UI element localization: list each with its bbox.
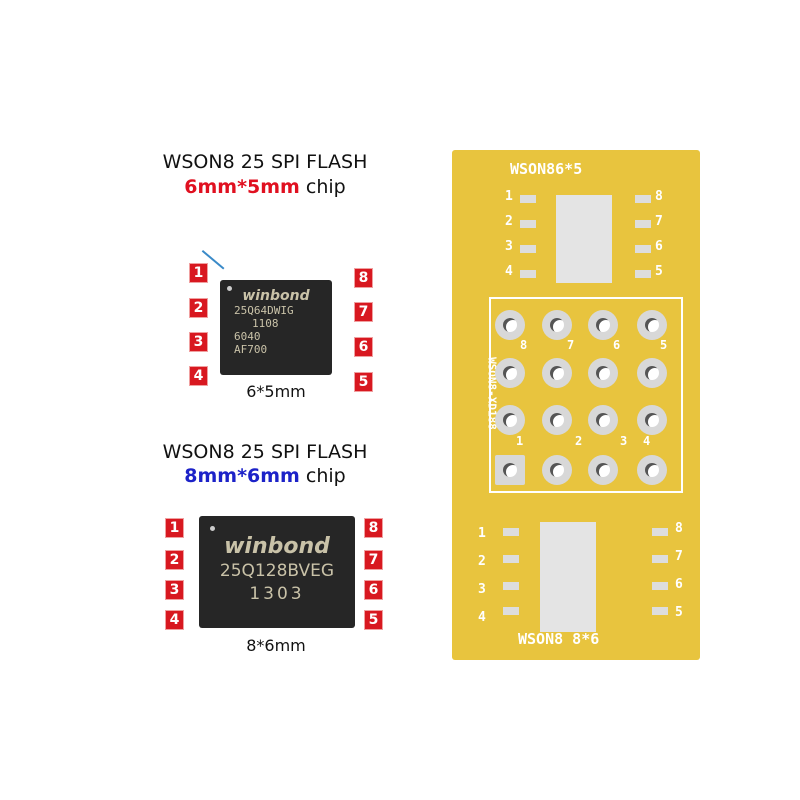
header-hole <box>542 358 572 388</box>
grid-label: 6 <box>613 338 621 352</box>
header-hole <box>588 310 618 340</box>
small-chip-marking: 6040 <box>234 330 261 343</box>
header-hole <box>542 310 572 340</box>
header-outline <box>489 297 683 493</box>
top-thermal-pad <box>556 195 612 283</box>
small-chip-marking: 25Q64DWIG <box>234 304 294 317</box>
header-hole <box>495 310 525 340</box>
large-chip-title: WSON8 25 SPI FLASH <box>162 441 368 463</box>
header-hole <box>637 455 667 485</box>
header-hole <box>495 455 525 485</box>
large-chip-size: 8mm*6mm <box>184 465 300 487</box>
pin-label: 8 <box>354 268 373 288</box>
pin-label: 5 <box>354 372 373 392</box>
pin-label: 6 <box>354 337 373 357</box>
large-chip-marking: 25Q128BVEG <box>219 561 335 581</box>
large-chip-marking: 1303 <box>249 584 305 604</box>
pin-label: 7 <box>364 550 383 570</box>
header-hole <box>588 455 618 485</box>
grid-label: 2 <box>575 434 583 448</box>
grid-label: 1 <box>516 434 524 448</box>
pin-label: 2 <box>165 550 184 570</box>
pin-label: 8 <box>364 518 383 538</box>
small-chip-title: WSON8 25 SPI FLASH <box>162 151 368 173</box>
header-hole <box>495 358 525 388</box>
header-hole <box>637 405 667 435</box>
pin-label: 6 <box>364 580 383 600</box>
pin1-dot <box>210 526 215 531</box>
large-chip-brand: winbond <box>224 534 330 559</box>
pin-label: 1 <box>165 518 184 538</box>
pin-label: 4 <box>165 610 184 630</box>
large-chip-caption: 8*6mm <box>246 636 306 655</box>
pin-label: 4 <box>189 366 208 386</box>
header-hole <box>637 310 667 340</box>
large-chip-size-line: 8mm*6mm chip <box>115 465 415 487</box>
pin-label: 2 <box>189 298 208 318</box>
grid-label: 7 <box>567 338 575 352</box>
pin-label: 3 <box>189 332 208 352</box>
pin-label: 5 <box>364 610 383 630</box>
pcb-top-label: WSON86*5 <box>510 160 583 178</box>
small-chip-marking: AF700 <box>234 343 268 356</box>
pcb-bottom-label: WSON8 8*6 <box>518 630 600 648</box>
header-hole <box>588 358 618 388</box>
pin-label: 1 <box>189 263 208 283</box>
grid-label: 3 <box>620 434 628 448</box>
small-chip: winbond 25Q64DWIG 1108 6040 AF700 <box>220 280 332 375</box>
header-hole <box>637 358 667 388</box>
small-chip-suffix: chip <box>305 176 346 198</box>
grid-label: 8 <box>520 338 528 352</box>
small-chip-size-line: 6mm*5mm chip <box>115 176 415 198</box>
bottom-thermal-pad <box>540 522 596 632</box>
small-chip-brand: winbond <box>242 288 310 304</box>
grid-label: 4 <box>643 434 651 448</box>
pin-label: 3 <box>165 580 184 600</box>
large-chip: winbond 25Q128BVEG 1303 <box>199 516 355 628</box>
header-hole <box>588 405 618 435</box>
header-hole <box>542 455 572 485</box>
pin1-dot <box>227 286 232 291</box>
small-chip-marking: 1108 <box>252 317 279 330</box>
grid-label: 5 <box>660 338 668 352</box>
small-chip-caption: 6*5mm <box>246 382 306 401</box>
header-hole <box>542 405 572 435</box>
small-chip-size: 6mm*5mm <box>184 176 300 198</box>
header-hole <box>495 405 525 435</box>
pin-label: 7 <box>354 302 373 322</box>
large-chip-suffix: chip <box>305 465 346 487</box>
